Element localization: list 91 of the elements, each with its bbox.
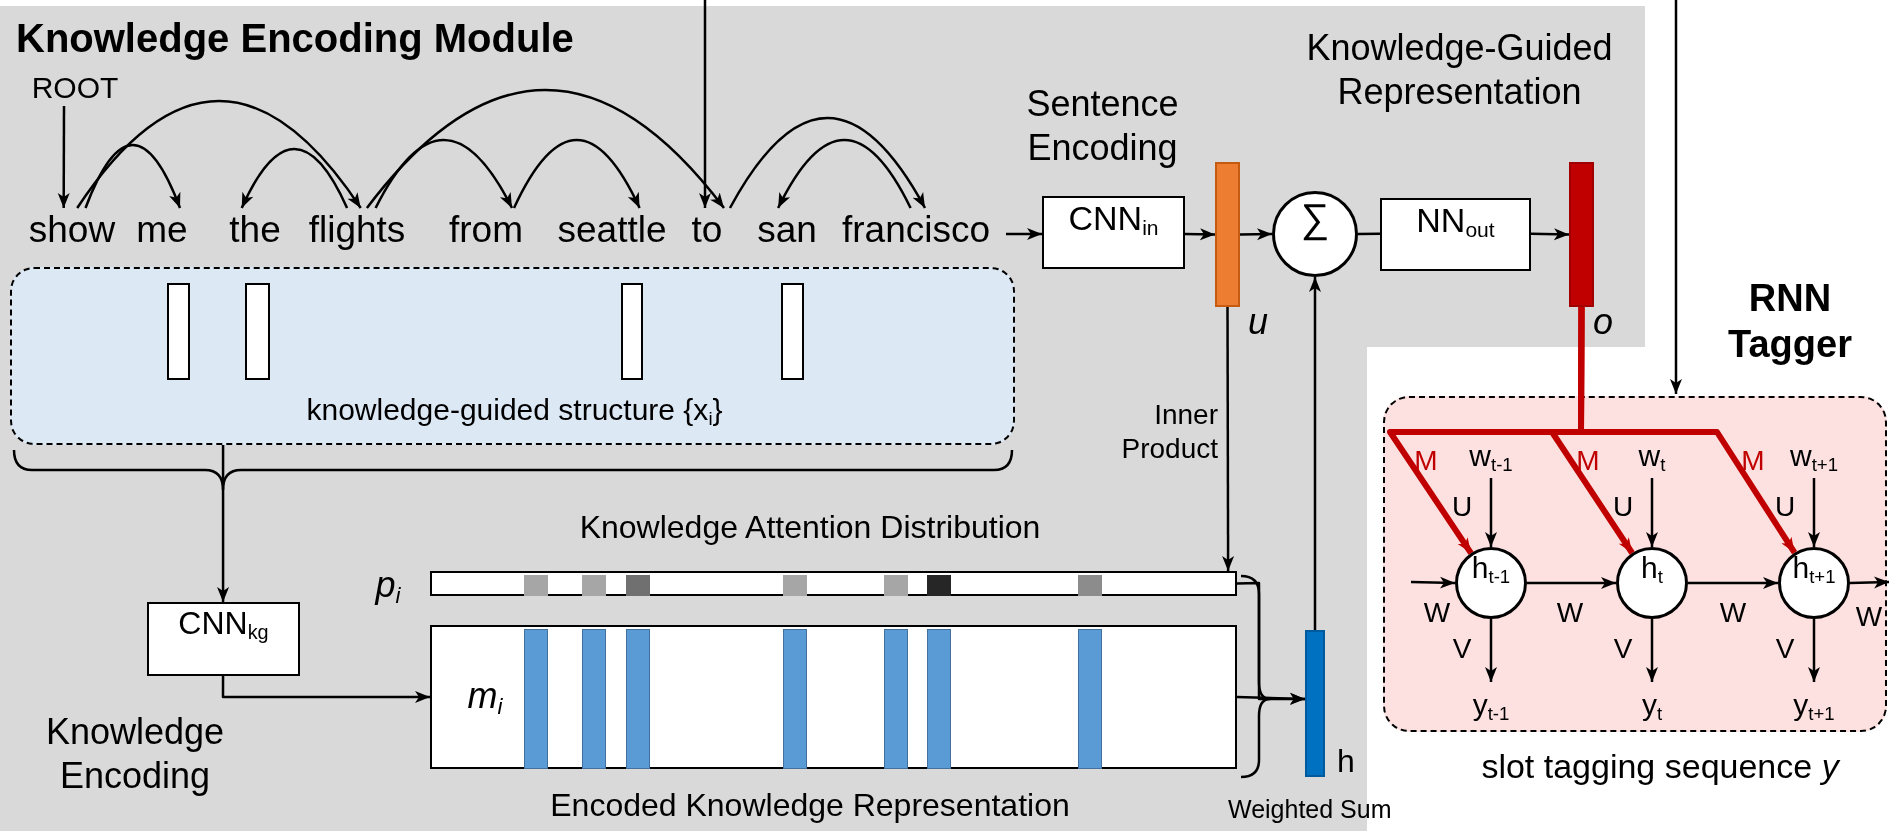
arrow <box>1849 576 1889 589</box>
arrow <box>221 676 430 703</box>
panel-title: Knowledge Encoding Module <box>16 15 575 62</box>
edge-label: M <box>1740 444 1766 478</box>
arrow <box>1485 478 1497 547</box>
word: show <box>20 208 124 252</box>
edge-label: U <box>1611 490 1635 524</box>
edge-label: Inner Product <box>1120 398 1218 467</box>
vector-bar <box>167 283 190 380</box>
word: flights <box>295 208 419 252</box>
output-label: y$_{t+1}$ <box>1769 682 1859 727</box>
structure-box <box>10 267 1015 445</box>
edge-label: U <box>1450 490 1474 524</box>
arrow <box>1184 228 1216 241</box>
arrow <box>1006 227 1042 240</box>
word: seattle <box>543 208 681 252</box>
memory-matrix <box>430 625 1237 769</box>
node-label: Knowledge Encoding <box>44 710 226 798</box>
edge-label: V <box>1774 632 1796 666</box>
node-label: m$_{i}$ <box>466 674 504 721</box>
arrow <box>1646 478 1658 547</box>
arrow <box>1646 619 1658 682</box>
word: francisco <box>826 208 1006 252</box>
dependency-arc <box>374 138 514 209</box>
arrow <box>217 445 230 602</box>
word: from <box>436 208 536 252</box>
edge-label: W <box>1555 596 1585 630</box>
edge-label: V <box>1612 632 1634 666</box>
node-label: Sentence Encoding <box>1025 82 1180 170</box>
node-label: p$_{i}$ <box>373 564 402 606</box>
vector-bar <box>621 283 643 380</box>
vector-bar <box>1215 162 1240 307</box>
edge-label: W <box>1422 596 1452 630</box>
arrow <box>1239 228 1273 241</box>
dependency-arc <box>777 139 912 209</box>
node-label: u <box>1247 303 1269 341</box>
vector-bar <box>1569 162 1594 307</box>
arrow <box>1527 577 1616 589</box>
node-label: slot tagging sequence y <box>1480 746 1842 787</box>
word: the <box>216 208 294 252</box>
dependency-arc <box>365 89 725 209</box>
node-label: Weighted Sum <box>1228 794 1388 825</box>
panel-title: RNN Tagger <box>1727 276 1853 368</box>
output-label: y$_{t}$ <box>1607 682 1697 727</box>
word: me <box>126 208 198 252</box>
edge-label: M <box>1413 444 1439 478</box>
edge-label: U <box>1773 490 1797 524</box>
arrow <box>1578 307 1798 555</box>
process-box: CNN$_{kg}$ <box>147 602 300 676</box>
arrow <box>1670 0 1682 394</box>
dependency-arc <box>240 147 349 209</box>
edge-label: V <box>1451 632 1473 666</box>
dependency-arc <box>76 100 362 209</box>
node-label: knowledge-guided structure {x$_{i}$} <box>305 392 724 431</box>
node-label: Knowledge-Guided Representation <box>1305 26 1614 114</box>
vector-bar <box>245 283 270 380</box>
input-label: w$_{t-1}$ <box>1446 433 1536 478</box>
node-label: h <box>1336 742 1356 780</box>
root-label: ROOT <box>25 70 125 106</box>
arrow <box>1222 307 1235 571</box>
edge-label: M <box>1575 444 1601 478</box>
edge-label: W <box>1854 600 1884 634</box>
arrow <box>1410 576 1456 589</box>
input-label: w$_{t}$ <box>1607 433 1697 478</box>
process-box: NN$_{out}$ <box>1380 198 1531 271</box>
word: to <box>682 208 732 252</box>
arrow <box>1808 619 1820 682</box>
node-label: o <box>1592 303 1614 341</box>
attention-bar <box>430 571 1237 596</box>
arrow <box>1485 619 1497 682</box>
arrow <box>1808 478 1820 547</box>
arrow <box>57 106 70 208</box>
word: san <box>750 208 824 252</box>
vector-bar <box>1305 630 1325 777</box>
arrow <box>1688 577 1778 589</box>
edge-label: W <box>1718 596 1748 630</box>
arrow <box>1530 228 1570 241</box>
vector-bar <box>781 283 804 380</box>
dependency-arc <box>512 139 641 209</box>
dependency-arc <box>728 117 927 209</box>
arrow <box>1236 692 1306 705</box>
connector-line <box>1358 232 1380 236</box>
dependency-arc <box>84 144 182 209</box>
output-label: y$_{t-1}$ <box>1446 682 1536 727</box>
node-label: Knowledge Attention Distribution <box>578 508 1042 547</box>
process-box: CNN$_{in}$ <box>1042 196 1185 269</box>
arrow <box>1309 277 1321 630</box>
arrow <box>699 0 711 208</box>
sum-circle: ∑ <box>1272 191 1358 277</box>
node-label: Encoded Knowledge Representation <box>549 786 1071 825</box>
input-label: w$_{t+1}$ <box>1769 433 1859 478</box>
